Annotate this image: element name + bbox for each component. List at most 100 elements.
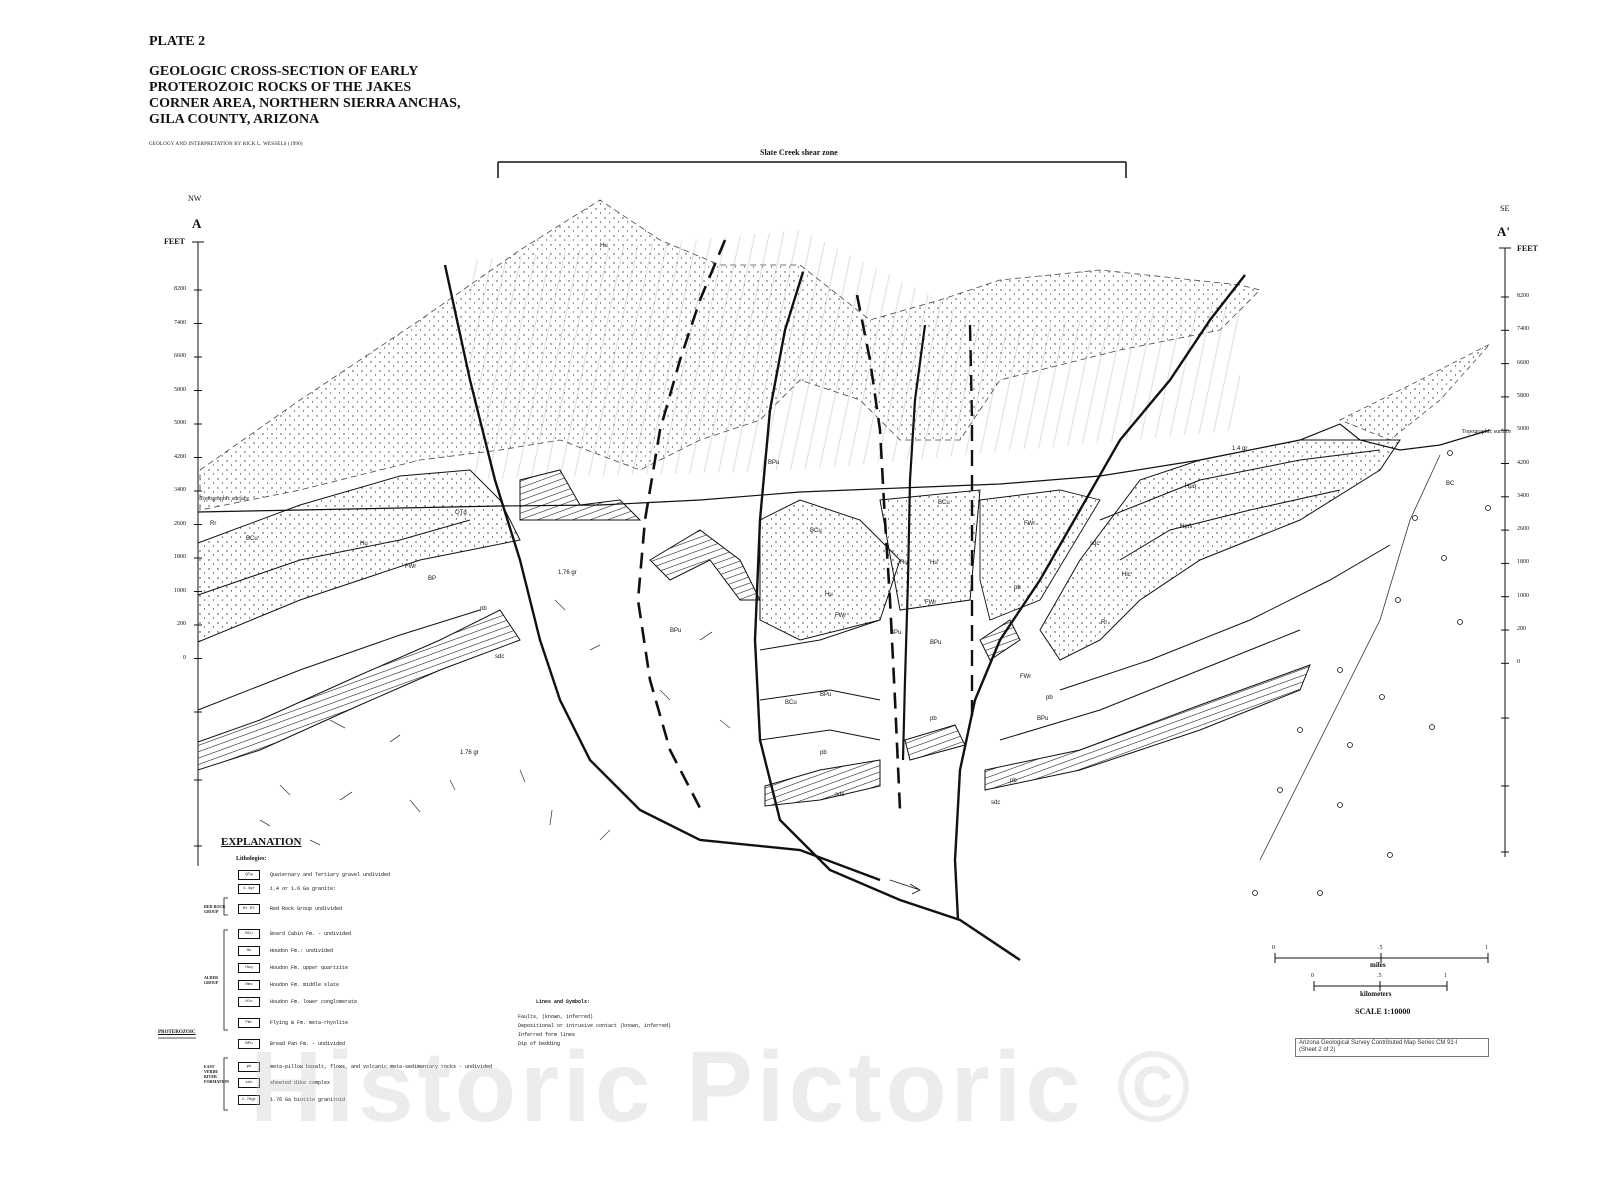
legend-label: Bread Pan Fm. - undivided <box>270 1041 346 1047</box>
unit-label: sdc <box>1090 541 1100 547</box>
legend-swatch: pb <box>238 1062 260 1072</box>
legend-label: Board Cabin Fm. - undivided <box>270 931 352 937</box>
sdc-central-2 <box>764 759 881 807</box>
legend-swatch: 1.4gr <box>238 884 260 894</box>
unit-label: FWr <box>835 613 847 619</box>
unit-label: BCu <box>246 536 258 542</box>
unit-label: FWr <box>1024 521 1036 527</box>
streak-overlay <box>470 230 1240 480</box>
left-endpoint-letter: A <box>192 216 202 231</box>
left-axis-tick-label: 3400 <box>174 487 186 493</box>
inferred-right-strata <box>1339 343 1491 441</box>
map-series-box: Arizona Geological Survey Contributed Ma… <box>1295 1038 1489 1057</box>
unit-label: Huq <box>1185 484 1197 490</box>
lithologies-heading: Lithologies: <box>236 856 267 862</box>
unit-label: BCu <box>785 700 797 706</box>
unit-label: BPu <box>930 640 942 646</box>
unit-label: BPu <box>1037 716 1049 722</box>
left-axis-tick-label: 5000 <box>174 420 186 426</box>
scale-ratio: SCALE 1:10000 <box>1355 1007 1411 1016</box>
right-axis-tick-label: 200 <box>1517 626 1526 632</box>
shear-zone-bracket <box>497 161 1127 178</box>
title-line-2: PROTEROZOIC ROCKS OF THE JAKES <box>149 80 412 95</box>
fault-lines <box>443 239 1441 961</box>
legend-swatch: Hlc <box>238 997 260 1007</box>
fault-4-dashed <box>855 294 902 811</box>
unit-label: BPu <box>670 628 682 634</box>
unit-label: FWr <box>405 564 417 570</box>
central-dotted-block <box>759 499 901 641</box>
legend-row: 1.76gr 1.76 Ga biotite granitoid <box>238 1095 345 1105</box>
unit-label: pb <box>820 750 827 756</box>
unit-label: Hu <box>930 560 938 566</box>
fault-1 <box>443 264 881 882</box>
right-axis-tick-label: 4200 <box>1517 459 1529 466</box>
legend-label: 1.4 or 1.6 Ga granite: <box>270 886 337 892</box>
left-direction-label: NW <box>188 194 202 203</box>
legend-label: 1.76 Ga biotite granitoid <box>270 1097 346 1103</box>
left-axis-tick-label: 1800 <box>174 554 186 560</box>
unit-label: pb <box>480 606 487 612</box>
right-axis-tick-label: 1800 <box>1517 559 1529 566</box>
right-axis-tick-label: 7400 <box>1517 326 1529 333</box>
sdc-central-3 <box>904 724 966 761</box>
right-axis-tick-label: 3400 <box>1517 492 1529 499</box>
lines-symbols-item-dip: Dip of bedding <box>518 1041 561 1047</box>
right-fold-contact-1 <box>1099 449 1381 521</box>
legend-swatch: FWr <box>238 1018 260 1028</box>
lines-symbols-heading: Lines and Symbols: <box>536 999 591 1005</box>
granite-dashes <box>259 599 731 846</box>
legend-label: meta-pillow basalt, flows, and volcanic … <box>270 1064 493 1070</box>
scale-bars <box>1274 953 1489 991</box>
legend-swatch: BCu <box>238 929 260 939</box>
title-line-1: GEOLOGIC CROSS-SECTION OF EARLY <box>149 64 419 79</box>
legend-group-east-verde: EAST VERDE RIVER FORMATION <box>204 1064 230 1084</box>
left-axis-tick-label: 0 <box>183 654 186 661</box>
title-block: PLATE 2 GEOLOGIC CROSS-SECTION OF EARLY … <box>149 34 460 147</box>
unit-label: Rl <box>1101 620 1107 626</box>
legend-label: sheeted dike complex <box>270 1080 331 1086</box>
right-folded-dotted <box>1039 439 1401 661</box>
legend-row: pb meta-pillow basalt, flows, and volcani… <box>238 1062 492 1072</box>
map-series-line-2: (Sheet 2 of 2) <box>1299 1047 1336 1053</box>
legend-label: Houdon Fm. middle slate <box>270 982 340 988</box>
title-line-3: CORNER AREA, NORTHERN SIERRA ANCHAS, <box>149 96 461 111</box>
topographic-surface-line <box>197 423 1491 513</box>
right-direction-label: SE <box>1500 204 1510 213</box>
unit-label: BPu <box>820 692 832 698</box>
topographic-surface-label-left: Topographic surface <box>200 496 250 502</box>
right-axis-tick-label: 0 <box>1517 659 1520 666</box>
right-axis-tick-label: 1000 <box>1517 592 1529 599</box>
left-axis-tick-label: 4200 <box>174 453 186 460</box>
unit-label: 1.76 gr <box>460 750 479 756</box>
lines-symbols-item-faults: Faults, (known, inferred) <box>518 1014 594 1020</box>
fault-6-dashed <box>968 324 974 720</box>
right-block-sdc <box>984 664 1311 791</box>
unit-label: FWr <box>925 600 937 606</box>
legend-group-red-rock: RED ROCK GROUP <box>204 904 226 914</box>
scale-miles-tick-1: 1 <box>1485 945 1488 951</box>
fault-3 <box>753 271 1021 961</box>
scale-km-tick-0: 0 <box>1311 973 1314 979</box>
unit-label: sdc <box>835 792 845 798</box>
scale-miles-label: miles <box>1370 961 1386 969</box>
right-fold-contact-3 <box>1059 544 1391 691</box>
legend-swatch: Huq <box>238 963 260 973</box>
unit-label: Hu <box>900 560 908 566</box>
contact-left-1 <box>197 519 471 596</box>
central-dotted-block-2 <box>879 489 981 611</box>
left-axis-tick-label: 8200 <box>174 286 186 292</box>
legend-label: Houdon Fm. upper quartzite <box>270 965 349 971</box>
legend-swatch: Hms <box>238 980 260 990</box>
legend-swatch: 1.76gr <box>238 1095 260 1105</box>
sdc-central-1 <box>649 529 761 601</box>
legend-swatch: QTg <box>238 870 260 880</box>
scale-miles-tick-0: 0 <box>1272 945 1275 951</box>
unit-label: Hlc <box>1122 572 1131 578</box>
